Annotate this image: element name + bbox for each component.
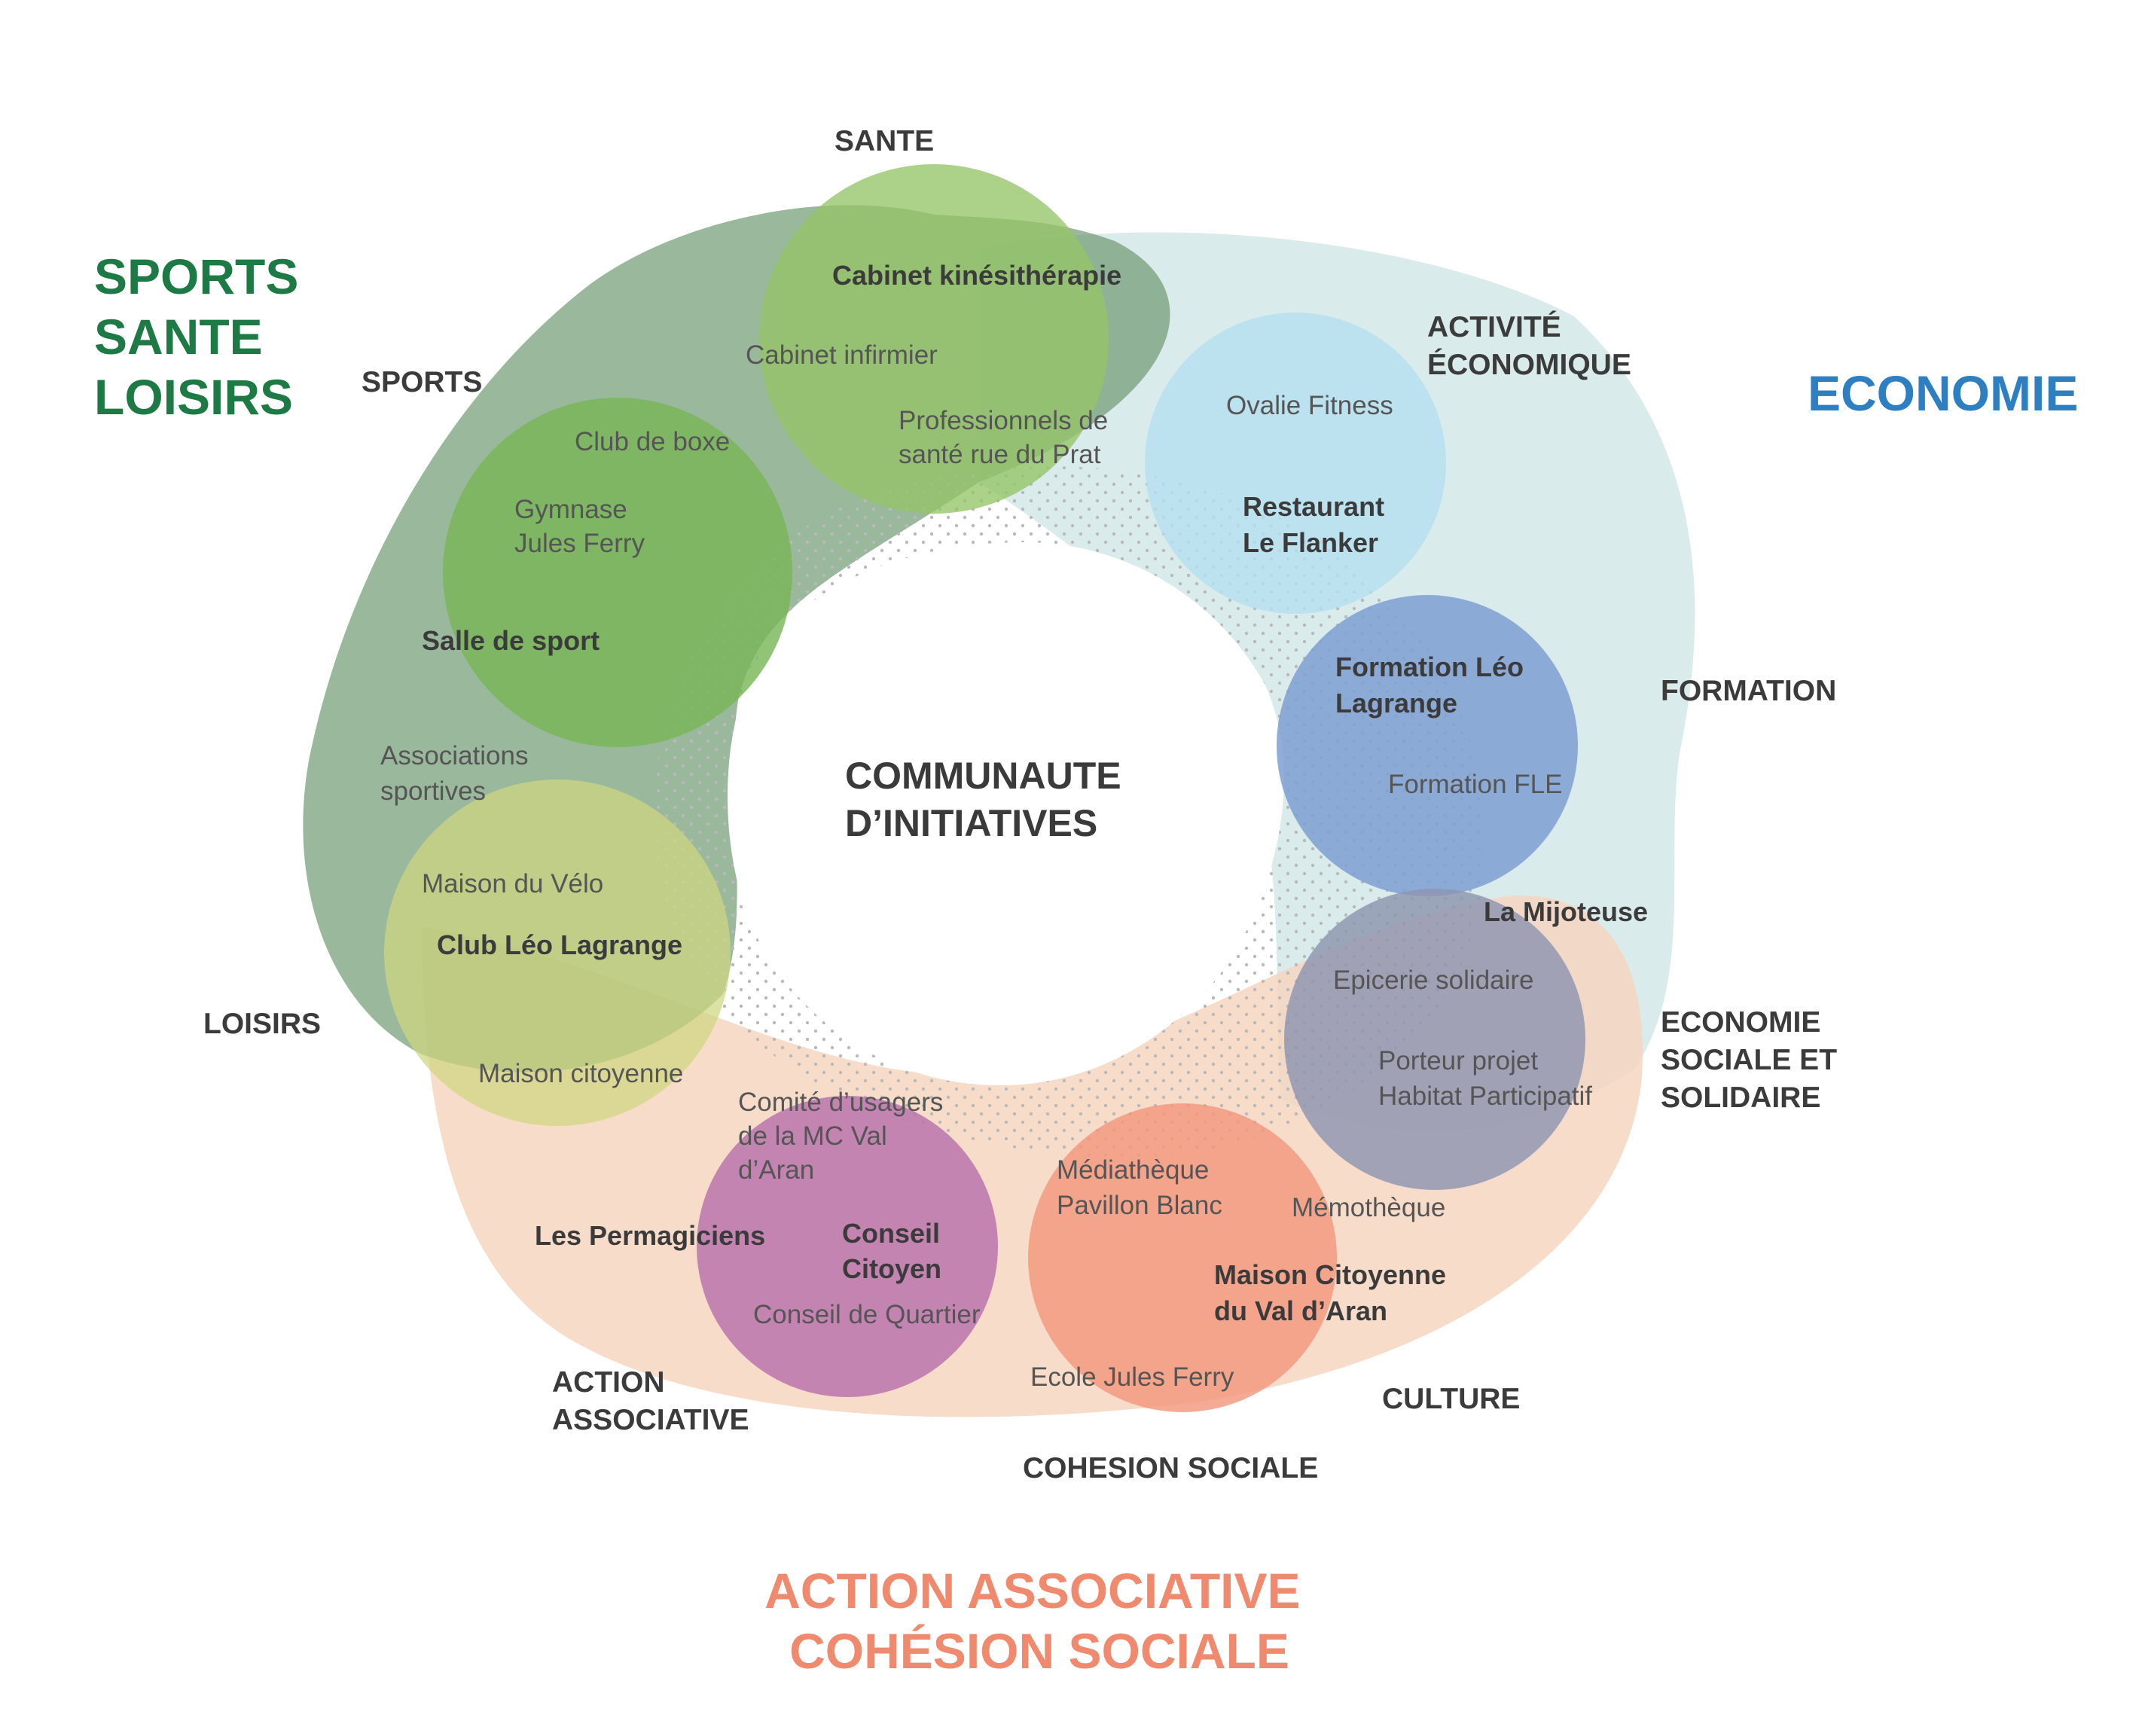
item-formation-leo: Formation Léo Lagrange xyxy=(1335,651,1531,719)
item-memotheque: Mémothèque xyxy=(1292,1193,1445,1222)
center-blank xyxy=(728,542,1284,1086)
category-action: ACTION ASSOCIATIVE xyxy=(552,1366,749,1436)
category-loisirs: LOISIRS xyxy=(203,1008,321,1040)
sports-circle xyxy=(443,398,792,747)
economie-title: ECONOMIE xyxy=(1808,365,2078,421)
sante-circle xyxy=(759,164,1109,514)
item-porteur: Porteur projet Habitat Participatif xyxy=(1378,1046,1592,1111)
category-culture: CULTURE xyxy=(1382,1383,1520,1415)
item-mijoteuse: La Mijoteuse xyxy=(1484,896,1648,927)
item-ovalie: Ovalie Fitness xyxy=(1226,391,1393,420)
category-activite: ACTIVITÉ ÉCONOMIQUE xyxy=(1427,310,1631,381)
activite-circle xyxy=(1145,313,1446,614)
item-conseil-quartier: Conseil de Quartier xyxy=(753,1300,981,1329)
item-maison-citoyenne-val-aran: Maison Citoyenne du Val d’Aran xyxy=(1214,1259,1454,1326)
category-cohesion: COHESION SOCIALE xyxy=(1023,1452,1318,1484)
item-formation-fle: Formation FLE xyxy=(1388,770,1562,799)
category-formation: FORMATION xyxy=(1661,675,1836,707)
item-epicerie: Epicerie solidaire xyxy=(1333,966,1534,995)
action-title: ACTION ASSOCIATIVE COHÉSION SOCIALE xyxy=(764,1563,1314,1679)
item-mediatheque: Médiathèque Pavillon Blanc xyxy=(1057,1155,1222,1220)
item-permagiciens: Les Permagiciens xyxy=(535,1220,765,1251)
category-sante: SANTE xyxy=(835,125,934,157)
item-maison-velo: Maison du Vélo xyxy=(422,869,603,899)
item-professionnels: Professionnels de santé rue du Prat xyxy=(899,406,1115,469)
item-club-boxe: Club de boxe xyxy=(575,427,730,456)
formation-circle xyxy=(1277,595,1578,896)
item-gymnase: Gymnase Jules Ferry xyxy=(514,495,645,558)
ess-circle xyxy=(1284,889,1585,1190)
item-associations-sportives: Associations sportives xyxy=(380,741,535,806)
item-maison-citoyenne: Maison citoyenne xyxy=(478,1059,683,1088)
category-ess: ECONOMIE SOCIALE ET SOLIDAIRE xyxy=(1661,1006,1845,1114)
item-cabinet-kine: Cabinet kinésithérapie xyxy=(832,260,1121,291)
category-sports: SPORTS xyxy=(362,366,482,398)
item-salle-sport: Salle de sport xyxy=(422,625,600,656)
item-restaurant: Restaurant Le Flanker xyxy=(1243,491,1392,558)
item-cabinet-infirmier: Cabinet infirmier xyxy=(746,340,938,370)
item-conseil-citoyen: Conseil Citoyen xyxy=(842,1218,947,1284)
culture-circle xyxy=(1028,1103,1337,1412)
sports-title: SPORTS SANTE LOISIRS xyxy=(94,249,313,425)
center-label: COMMUNAUTE D’INITIATIVES xyxy=(845,755,1132,844)
item-comite: Comité d’usagers de la MC Val d’Aran xyxy=(738,1088,950,1185)
action-circle xyxy=(697,1096,998,1397)
item-club-leo: Club Léo Lagrange xyxy=(437,929,682,960)
loisirs-circle xyxy=(384,780,731,1126)
item-ecole: Ecole Jules Ferry xyxy=(1030,1362,1234,1392)
